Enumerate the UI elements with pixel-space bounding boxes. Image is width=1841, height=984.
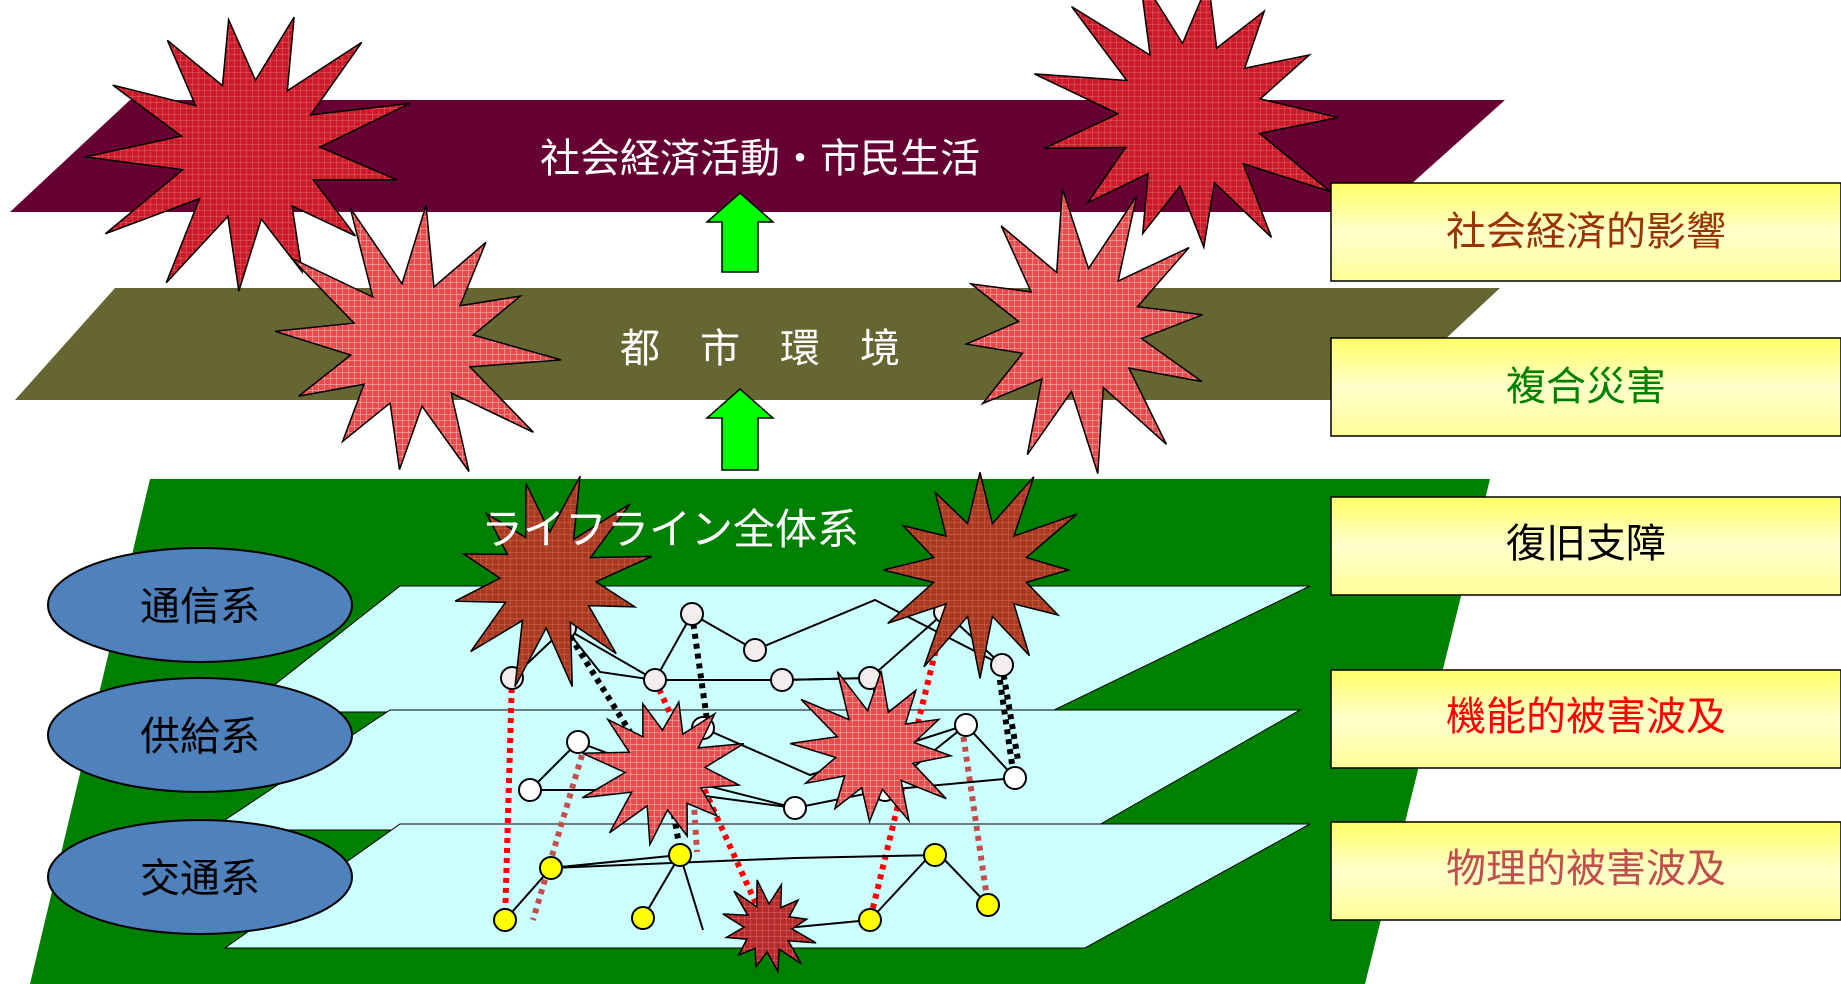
system-supply-label: 供給系 [140,714,260,760]
burst-urban-right [963,188,1203,474]
system-telecom: 通信系 [47,547,353,663]
urban-layer-label: 都 市 環 境 [620,326,900,372]
supply-nodes [518,713,1027,820]
lifeline-layer-label: ライフライン全体系 [481,505,859,554]
burst-transport [722,879,817,975]
burst-lifeline-right [883,472,1078,679]
system-transport: 交通系 [47,819,353,935]
socio-layer-label: 社会経済活動・市民生活 [540,136,980,182]
impact-socioeconomic-label: 社会経済的影響 [1446,209,1726,255]
impact-functional-label: 機能的被害波及 [1446,694,1726,740]
impact-compound: 複合災害 [1330,337,1841,437]
impact-functional: 機能的被害波及 [1330,669,1841,769]
impact-physical: 物理的被害波及 [1330,821,1841,921]
impact-compound-label: 複合災害 [1506,364,1666,410]
system-supply: 供給系 [47,677,353,793]
system-transport-label: 交通系 [140,856,260,902]
transport-nodes [493,843,1000,932]
burst-lifeline-left [454,475,653,688]
burst-socio-left [85,16,411,292]
burst-supply-left [581,699,745,848]
arrow-up-lower [705,388,775,471]
burst-urban-left [274,205,562,472]
arrow-up-upper [705,192,775,273]
impact-recovery-label: 復旧支障 [1506,521,1666,567]
impact-physical-label: 物理的被害波及 [1446,846,1726,892]
burst-supply-right [789,670,954,824]
impact-socioeconomic: 社会経済的影響 [1330,182,1841,282]
impact-recovery: 復旧支障 [1330,496,1841,596]
system-telecom-label: 通信系 [140,584,260,630]
burst-socio-right [1034,0,1339,251]
